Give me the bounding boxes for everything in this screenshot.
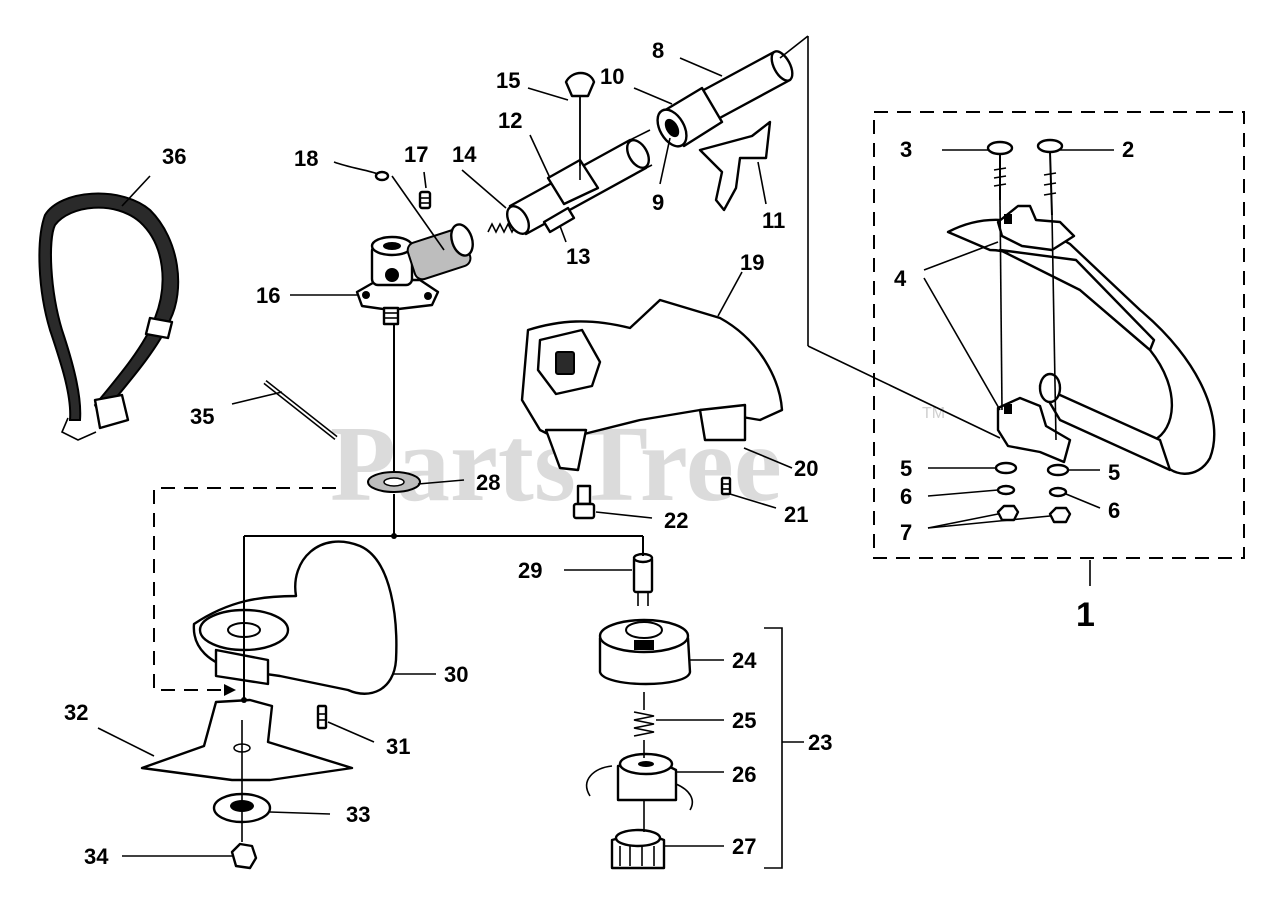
callout-13: 13 bbox=[566, 244, 590, 269]
callout-15: 15 bbox=[496, 68, 520, 93]
callout-29: 29 bbox=[518, 558, 542, 583]
part-30-blade-guard bbox=[192, 540, 398, 695]
part-36-shoulder-strap bbox=[38, 192, 180, 441]
callout-17: 17 bbox=[404, 142, 428, 167]
callout-24: 24 bbox=[732, 648, 757, 673]
part-17-grease-screw bbox=[418, 190, 432, 210]
callout-36: 36 bbox=[162, 144, 186, 169]
callout-8: 8 bbox=[652, 38, 664, 63]
callout-22: 22 bbox=[664, 508, 688, 533]
callout-18: 18 bbox=[294, 146, 318, 171]
callout-33: 33 bbox=[346, 802, 370, 827]
callout-5-right: 5 bbox=[1108, 460, 1120, 485]
callout-21: 21 bbox=[784, 502, 808, 527]
callout-1: 1 bbox=[1076, 596, 1095, 634]
callout-34: 34 bbox=[84, 844, 109, 869]
part-31-screw bbox=[316, 704, 328, 730]
callout-labels: 1 2 3 4 5 5 6 6 7 8 9 10 11 12 13 14 15 … bbox=[64, 38, 1134, 869]
part-21-screw bbox=[720, 476, 732, 496]
callout-35: 35 bbox=[190, 404, 214, 429]
part-27-bump-knob bbox=[610, 828, 666, 870]
watermark-trademark: TM bbox=[922, 405, 945, 422]
callout-16: 16 bbox=[256, 283, 280, 308]
part-11-knob bbox=[698, 120, 772, 212]
part-13-shaft-insert bbox=[542, 206, 576, 234]
part-18-cable-tie bbox=[333, 161, 390, 182]
part-28-washer bbox=[367, 471, 421, 493]
callout-32: 32 bbox=[64, 700, 88, 725]
callout-27: 27 bbox=[732, 834, 756, 859]
leader-lines bbox=[97, 57, 1114, 869]
callout-2: 2 bbox=[1122, 137, 1134, 162]
callout-6-right: 6 bbox=[1108, 498, 1120, 523]
part-35-pin bbox=[263, 380, 338, 440]
callout-6-left: 6 bbox=[900, 484, 912, 509]
part-16-gearbox bbox=[355, 223, 474, 326]
callout-14: 14 bbox=[452, 142, 477, 167]
part-10-coupling bbox=[656, 86, 724, 148]
part-15-wing-bolt-clamp bbox=[546, 71, 600, 206]
part-24-trimmer-head-housing bbox=[598, 618, 692, 686]
part-22-bolt bbox=[572, 484, 596, 520]
callout-12: 12 bbox=[498, 108, 522, 133]
callout-19: 19 bbox=[740, 250, 764, 275]
part-25-spring bbox=[633, 711, 655, 737]
part-8-outer-shaft bbox=[698, 35, 809, 122]
part-20-shield-bracket bbox=[743, 447, 793, 469]
callout-3: 3 bbox=[900, 137, 912, 162]
part-6-lock-washers bbox=[996, 484, 1068, 498]
part-1-handle-kit-box bbox=[873, 111, 1245, 559]
part-26-spool bbox=[585, 752, 694, 811]
callout-10: 10 bbox=[600, 64, 624, 89]
part-7-nuts bbox=[996, 504, 1072, 524]
part-19-shield bbox=[520, 298, 784, 472]
part-34-nut bbox=[230, 842, 258, 870]
assembly-lines bbox=[153, 36, 1001, 842]
part-5-washers bbox=[994, 461, 1070, 477]
callout-4: 4 bbox=[894, 266, 907, 291]
callout-5-left: 5 bbox=[900, 456, 912, 481]
callout-23: 23 bbox=[808, 730, 832, 755]
part-4-handle bbox=[946, 204, 1216, 475]
callout-9: 9 bbox=[652, 190, 664, 215]
part-29-adapter bbox=[632, 552, 654, 606]
callout-20: 20 bbox=[794, 456, 818, 481]
callout-25: 25 bbox=[732, 708, 756, 733]
callout-7: 7 bbox=[900, 520, 912, 545]
callout-31: 31 bbox=[386, 734, 410, 759]
callout-11: 11 bbox=[762, 208, 785, 233]
callout-26: 26 bbox=[732, 762, 756, 787]
part-3-bolt bbox=[986, 140, 1014, 411]
part-2-bolt bbox=[1036, 138, 1064, 441]
callout-30: 30 bbox=[444, 662, 468, 687]
callout-28: 28 bbox=[476, 470, 500, 495]
